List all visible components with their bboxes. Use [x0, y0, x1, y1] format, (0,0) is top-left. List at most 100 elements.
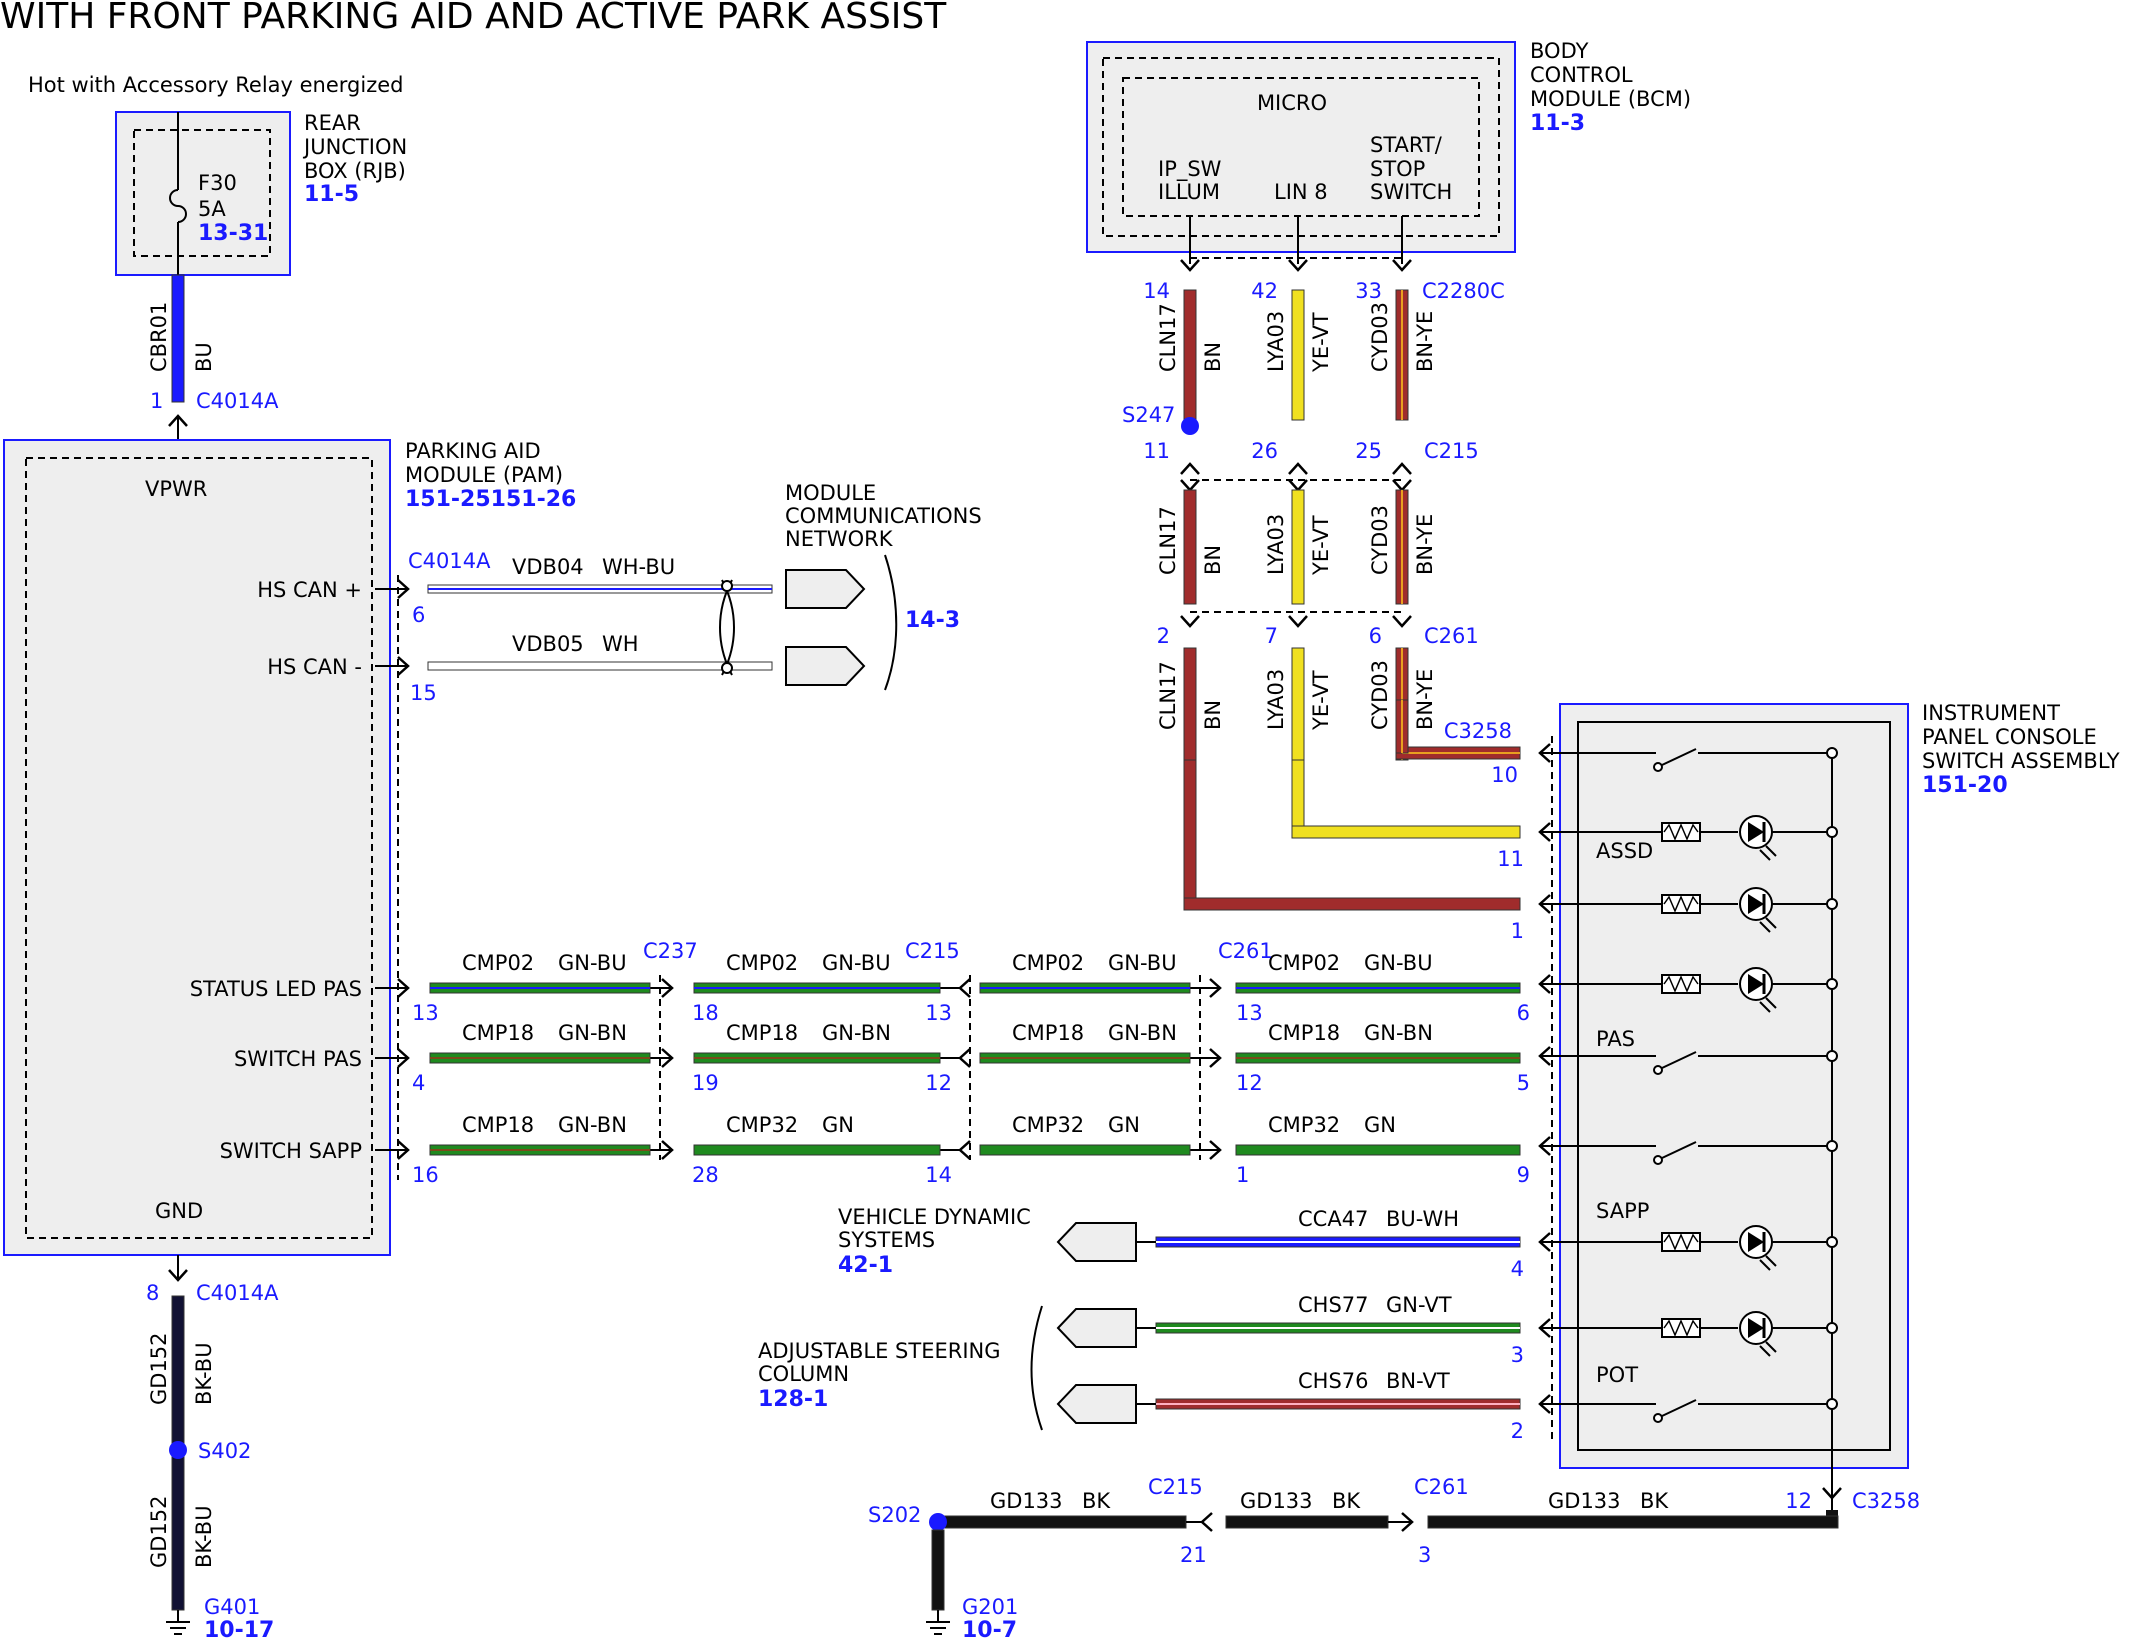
- bcm-wire-color: BN-YE: [1413, 669, 1437, 730]
- arrow-c261: [1180, 615, 1200, 628]
- pin-pam-row: 18: [692, 1001, 719, 1025]
- twist-a: [721, 579, 735, 676]
- wire-color-ext: GN-VT: [1386, 1293, 1452, 1317]
- ground-ref-g201: 10-7: [962, 1618, 1017, 1642]
- ground-ref-g401: 10-17: [204, 1618, 274, 1642]
- wire-color-gd133-b: BK: [1332, 1489, 1361, 1513]
- wire-cln17: [1183, 289, 1197, 421]
- bcm-ref: 11-3: [1530, 111, 1585, 136]
- arrow-c215-top: [1392, 462, 1412, 475]
- ipc-name: SWITCH ASSEMBLY: [1922, 749, 2120, 773]
- asc-name: ADJUSTABLE STEERING: [758, 1339, 1001, 1363]
- pin-vdb05: 15: [410, 681, 437, 705]
- wire-label-cbr01: CBR01: [147, 302, 171, 372]
- arrow-bcm: [1288, 259, 1308, 272]
- asc-brace: [1030, 1305, 1043, 1431]
- ext-connector: [1056, 1308, 1137, 1348]
- wire-cbr01: [171, 274, 185, 403]
- pam-pin-label: HS CAN -: [267, 655, 362, 679]
- arrow-c215: [958, 1048, 971, 1068]
- wire-label-gd152-a: GD152: [147, 1332, 171, 1405]
- bcm-wire-color: BN: [1201, 545, 1225, 575]
- bcm-pin-startstop: START/: [1370, 133, 1443, 157]
- conn-c4014a-can: C4014A: [408, 549, 491, 573]
- switch-contact: [1653, 1065, 1663, 1075]
- switch-blade: [1661, 748, 1697, 766]
- pin-pam-row: 9: [1517, 1163, 1530, 1187]
- switch-contact: [1653, 1413, 1663, 1423]
- pam-pin-vpwr: VPWR: [145, 477, 207, 501]
- asc-ref: 128-1: [758, 1387, 828, 1412]
- pin-pam-row: 6: [1517, 1001, 1530, 1025]
- pin-vdb04: 6: [412, 603, 425, 627]
- bcm-inner-micro: [1122, 77, 1480, 217]
- wire-color-vdb04: WH-BU: [602, 555, 675, 579]
- wire-label-pam-row: CMP18: [462, 1113, 534, 1137]
- ipc-inner: [1577, 721, 1891, 1451]
- wire-label-vdb04: VDB04: [512, 555, 584, 579]
- ipc-label-pas: PAS: [1596, 1027, 1635, 1051]
- wire-color-gd133-c: BK: [1640, 1489, 1669, 1513]
- pin-ext: 2: [1511, 1419, 1524, 1443]
- wire-label-gd152-b: GD152: [147, 1495, 171, 1568]
- switch-blade: [1661, 1399, 1697, 1417]
- wire-label-pam-row: CMP02: [726, 951, 798, 975]
- wire-lya03: [1291, 647, 1305, 761]
- rjb-name: REAR: [304, 111, 361, 135]
- pin-pam-row: 13: [412, 1001, 439, 1025]
- pin-pam-row: 28: [692, 1163, 719, 1187]
- arrow-c261: [1288, 615, 1308, 628]
- wire-lya03: [1291, 489, 1305, 605]
- wire-lya03-down: [1291, 759, 1305, 837]
- wire-color-ext: BN-VT: [1386, 1369, 1450, 1393]
- rjb-name: JUNCTION: [302, 135, 407, 159]
- bcm-micro: MICRO: [1257, 91, 1327, 115]
- conn-c261-row: C261: [1218, 939, 1273, 963]
- wire-color-pam-row: GN: [1364, 1113, 1396, 1137]
- wire-label-pam-row: CMP18: [462, 1021, 534, 1045]
- bcm-wire-color: BN: [1201, 700, 1225, 730]
- pam-box: [3, 439, 391, 1256]
- bcm-wire-color: BN-YE: [1413, 514, 1437, 575]
- pin-pam-row: 19: [692, 1071, 719, 1095]
- pin-pam-row: 12: [925, 1071, 952, 1095]
- vds-ref: 42-1: [838, 1253, 893, 1278]
- wire-gd133-down: [931, 1529, 945, 1611]
- led-ray-2: [1759, 1345, 1771, 1357]
- wire-color-gd152-b: BK-BU: [192, 1505, 216, 1568]
- led-triangle: [1748, 822, 1764, 842]
- conn-c4014a-top: C4014A: [196, 389, 279, 413]
- mcn-name: COMMUNICATIONS: [785, 504, 982, 528]
- splice-label-s202: S202: [868, 1503, 921, 1527]
- wire-color-pam-row: GN-BN: [1364, 1021, 1433, 1045]
- pam-ref: 151-25151-26: [405, 487, 576, 512]
- arrow-pam-row: [397, 1048, 410, 1068]
- switch-contact: [1653, 762, 1663, 772]
- pam-inner: [25, 457, 373, 1239]
- resistor-zigzag: [1663, 823, 1699, 841]
- splice-label-s402: S402: [198, 1439, 251, 1463]
- ipc-box: [1559, 703, 1909, 1469]
- wire-label-gd133-b: GD133: [1240, 1489, 1313, 1513]
- ext-connector: [1056, 1384, 1137, 1424]
- bcm-pin-ipsw: IP_SW: [1158, 157, 1222, 182]
- wire-label-pam-row: CMP18: [1012, 1021, 1084, 1045]
- wire-cmp32: [1235, 1144, 1521, 1156]
- hot-note: Hot with Accessory Relay energized: [28, 73, 403, 97]
- pin-ext: 3: [1511, 1343, 1524, 1367]
- arrow-c215: [958, 978, 971, 998]
- pin-pam-row: 16: [412, 1163, 439, 1187]
- bcm-wire-label: CLN17: [1156, 506, 1180, 575]
- vds-name: VEHICLE DYNAMIC: [838, 1205, 1031, 1229]
- arrow-pam-row: [397, 978, 410, 998]
- bcm-wire-label: CLN17: [1156, 303, 1180, 372]
- mcn-connector-lo: [785, 646, 866, 686]
- bcm-pin-startstop: STOP: [1370, 157, 1425, 181]
- wire-color-ext: BU-WH: [1386, 1207, 1459, 1231]
- bcm-name: BODY: [1530, 39, 1589, 63]
- diagram-title: WITH FRONT PARKING AID AND ACTIVE PARK A…: [0, 0, 947, 37]
- pam-pin-gnd: GND: [155, 1199, 203, 1223]
- splice-s247: [1181, 417, 1199, 435]
- ext-connector: [1056, 1222, 1137, 1262]
- pin-pam-row: 5: [1517, 1071, 1530, 1095]
